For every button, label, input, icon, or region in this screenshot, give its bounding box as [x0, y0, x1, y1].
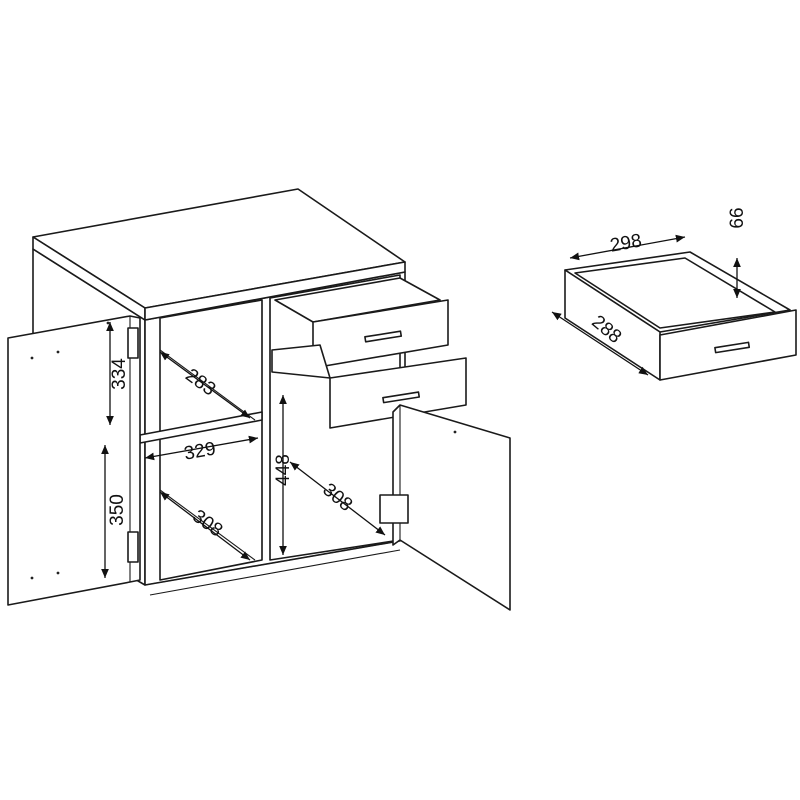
hinge-bottom: [127, 531, 139, 563]
right-door: [379, 404, 511, 611]
dim-upper-compartment-height: 334: [109, 358, 130, 390]
hinge-top: [127, 327, 139, 359]
dimension-lines: [101, 234, 741, 578]
hinge-right: [379, 494, 409, 524]
drawer-lower: [271, 344, 467, 429]
dim-right-compartment-height: 448: [273, 454, 294, 486]
dim-drawer-height: 66: [727, 207, 748, 228]
dim-drawer-width: 298: [608, 230, 643, 256]
dim-lower-compartment-height: 350: [107, 494, 128, 526]
cabinet-top: [32, 188, 406, 321]
drawer-upper: [274, 277, 449, 369]
